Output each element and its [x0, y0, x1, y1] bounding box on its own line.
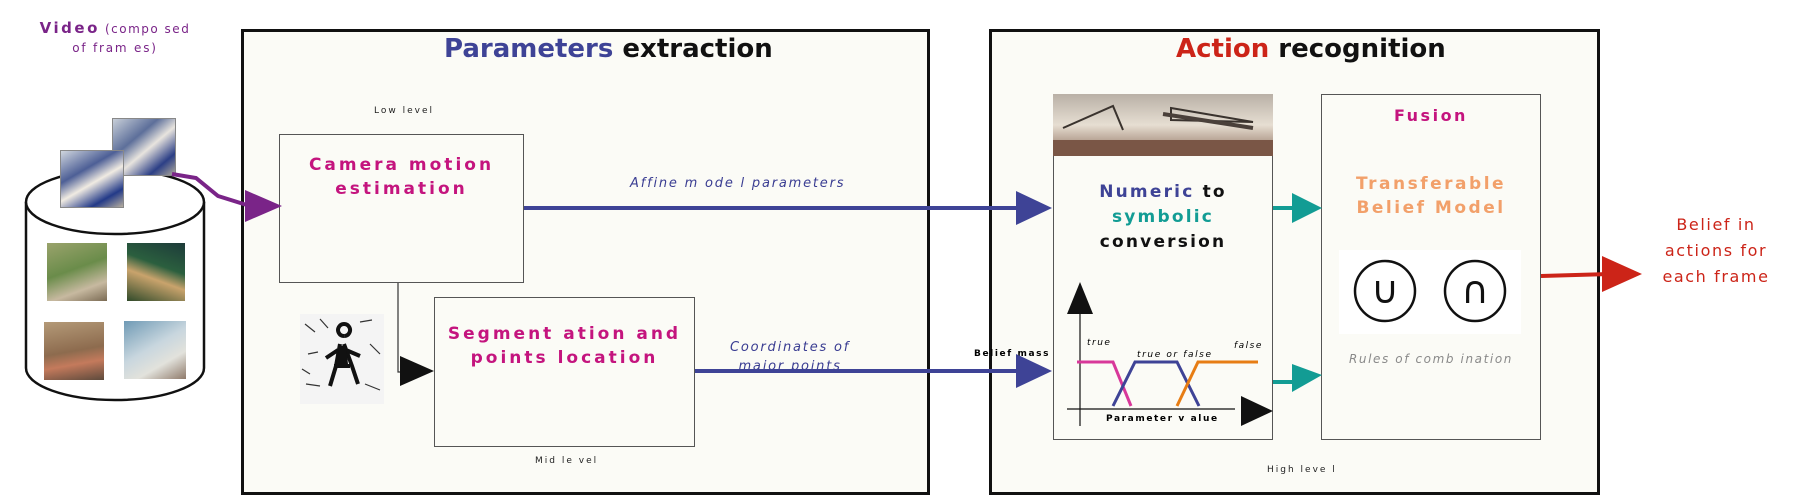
false-curve [1175, 360, 1258, 407]
frame-thumbnail [44, 322, 104, 380]
output-line1: Belief in [1676, 215, 1756, 234]
mid-level-label: Mid le vel [535, 456, 599, 466]
true-curve [1077, 360, 1133, 407]
belief-mass-label: Belief mass [974, 349, 1051, 359]
true-label: true [1087, 338, 1112, 348]
action-recognition-title: Action recognition [1176, 34, 1446, 64]
coordinates-line1: Coordinates of [730, 340, 851, 355]
video-subtitle-1: (compo sed [104, 22, 191, 36]
conversion-word: conversion [1099, 232, 1227, 252]
coordinates-arrowhead [1016, 354, 1052, 388]
teal-arrowhead-top [1292, 193, 1322, 223]
segmentation-box: Segment ation and points location [434, 297, 695, 447]
symbolic-word: symbolic [1111, 207, 1215, 227]
camera-motion-box: Camera motion estimation [279, 134, 524, 283]
low-level-label: Low level [374, 106, 434, 116]
parameter-value-label: Parameter v alue [1106, 414, 1219, 424]
video-frame-image [60, 150, 124, 208]
bridge-photo [1053, 94, 1273, 156]
video-subtitle-2: of fram es) [72, 41, 158, 55]
action-title-rest: recognition [1269, 34, 1446, 64]
output-arrowhead [1602, 256, 1642, 292]
output-line3: each frame [1662, 267, 1770, 286]
video-to-camera-arrow [171, 172, 251, 208]
teal-arrowhead-bottom [1292, 364, 1322, 392]
svg-text:∪: ∪ [1371, 268, 1399, 312]
rules-label: Rules of comb ination [1348, 352, 1514, 366]
tbm-line1: Transferable [1355, 174, 1507, 194]
tbm-title: Transferable Belief Model [1321, 172, 1541, 220]
affine-parameters-label: Affine m ode l parameters [630, 176, 846, 191]
parameters-title-rest: extraction [613, 34, 773, 64]
output-line2: actions for [1664, 241, 1768, 260]
video-title: Video [39, 19, 100, 37]
to-word: to [1194, 182, 1227, 202]
tbm-line2: Belief Model [1356, 198, 1506, 218]
membership-function-plot [1067, 282, 1273, 426]
union-icon: ∪ [1353, 259, 1417, 323]
parameters-extraction-title: Parameters extraction [444, 34, 773, 64]
frame-thumbnail [127, 243, 185, 301]
video-label: Video (compo sed of fram es) [20, 18, 210, 58]
output-label: Belief in actions for each frame [1646, 212, 1786, 290]
parameters-title-colored: Parameters [444, 34, 614, 64]
action-title-colored: Action [1176, 34, 1270, 64]
output-arrow [1540, 272, 1611, 278]
y-axis-arrowhead [1067, 282, 1093, 314]
video-arrowhead [245, 190, 282, 222]
numeric-conversion-title: Numeric to symbolic conversion [1053, 180, 1273, 255]
frame-thumbnail [124, 321, 186, 379]
true-or-false-label: true or false [1137, 350, 1213, 360]
svg-text:∩: ∩ [1461, 268, 1489, 312]
numeric-word: Numeric [1099, 182, 1195, 202]
high-level-label: High leve l [1267, 465, 1337, 475]
segmentation-line2: points location [470, 348, 659, 368]
segmentation-arrowhead [400, 356, 434, 386]
camera-motion-line1: Camera motion [308, 155, 495, 175]
edge-image [300, 314, 384, 404]
camera-motion-line2: estimation [335, 179, 468, 199]
intersection-icon: ∩ [1443, 259, 1507, 323]
affine-arrowhead [1016, 191, 1052, 225]
segmentation-line1: Segment ation and [447, 324, 682, 344]
frame-thumbnail [47, 243, 107, 301]
fusion-title: Fusion [1394, 106, 1468, 125]
x-axis-arrowhead [1241, 396, 1273, 426]
false-label: false [1234, 341, 1263, 351]
